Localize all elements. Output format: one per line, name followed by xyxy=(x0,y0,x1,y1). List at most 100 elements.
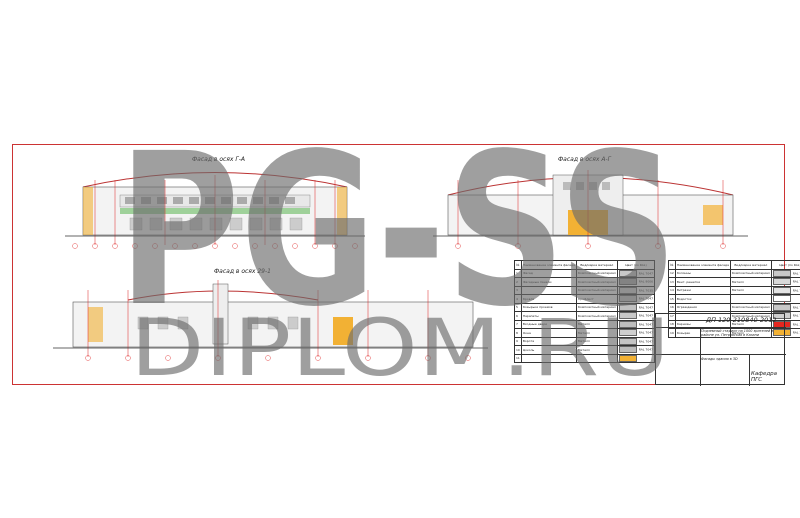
legend-cell: 9 xyxy=(514,336,522,346)
legend-cell: Композитный материал xyxy=(729,268,772,278)
legend-cell: 11 xyxy=(514,353,522,363)
header-cell: № xyxy=(514,260,522,270)
legend-cell: Металл xyxy=(729,277,772,287)
legend-cell: Фасадные панели xyxy=(520,277,577,287)
ral-code: RAL 7047 xyxy=(638,296,654,301)
legend-cell: Цоколь xyxy=(520,345,577,355)
color-swatch xyxy=(618,312,637,320)
elevation-a-g: Фасад в осях А-Г xyxy=(418,150,763,260)
legend-cell: Вент. решетки xyxy=(674,277,731,287)
legend-cell: 3 xyxy=(514,285,522,295)
legend-cell: Входные двери xyxy=(520,319,577,329)
legend-color-cell: RAL 7047 xyxy=(616,319,656,329)
legend-cell: 12 xyxy=(668,268,676,278)
legend-cell: Колонны xyxy=(674,268,731,278)
drawing-code: ДП 120-210840-2012 xyxy=(706,316,777,324)
legend-color-cell: RAL 7047 xyxy=(770,268,800,278)
color-swatch xyxy=(618,337,637,345)
legend-cell: Водосток xyxy=(674,294,731,304)
legend-cell: Фасад xyxy=(520,268,577,278)
ral-code: RAL 7047 xyxy=(792,271,800,276)
color-swatch xyxy=(772,295,791,303)
legend-color-cell: RAL 7047 xyxy=(616,294,656,304)
legend-color-cell: RAL 7047 xyxy=(616,268,656,278)
legend-color-cell: RAL 7047 xyxy=(616,302,656,312)
legend-color-cell: RAL 1003 xyxy=(770,328,800,338)
legend-cell: Металл xyxy=(729,285,772,295)
legend-cell xyxy=(520,285,577,295)
legend-cell: Композитный материал xyxy=(729,302,772,312)
legend-cell: 16 xyxy=(668,302,676,312)
legend-cell: Парапеты xyxy=(520,311,577,321)
title-block: ДП 120-210840-2012 Подземный стадион на … xyxy=(655,313,786,386)
legend-cell xyxy=(729,294,772,304)
legend-cell: 14 xyxy=(668,285,676,295)
header-cell: Цвет (по RAL) xyxy=(616,260,656,270)
ral-code: RAL 7047 xyxy=(792,288,800,293)
color-swatch xyxy=(618,278,637,286)
legend-cell: Профлист xyxy=(575,294,618,304)
ral-code: RAL 7047 xyxy=(638,313,654,318)
elevation-title: Фасад в осях Г-А xyxy=(192,156,245,163)
header-cell: Вид/марка материал xyxy=(575,260,618,270)
legend-color-cell xyxy=(770,294,800,304)
legend-cell: 6 xyxy=(514,311,522,321)
color-swatch xyxy=(772,312,791,320)
legend-cell: Витражи xyxy=(674,285,731,295)
color-swatch xyxy=(618,329,637,337)
legend-cell xyxy=(575,353,618,363)
legend-cell: Композитный материал xyxy=(575,277,618,287)
legend-cell: 1 xyxy=(514,268,522,278)
legend-cell: 7 xyxy=(514,319,522,329)
ral-code: RAL 9006 xyxy=(638,279,654,284)
legend-cell: 5 xyxy=(514,302,522,312)
legend-table-left: № Наименование элемента фасада Вид/марка… xyxy=(514,260,656,363)
header-cell: Наименование элемента фасада xyxy=(520,260,577,270)
elevation-drawing xyxy=(433,170,748,249)
legend-color-cell: RAL 9006 xyxy=(616,277,656,287)
sheet-title: Фасады здания в 3D xyxy=(701,357,738,361)
legend-cell: Окна xyxy=(520,328,577,338)
color-swatch xyxy=(772,303,791,311)
elevation-29-1: Фасад в осях 29-1 xyxy=(28,262,498,367)
color-swatch xyxy=(618,295,637,303)
ral-code: RAL 7047 xyxy=(792,305,800,310)
legend-cell: Ворота xyxy=(520,336,577,346)
ral-code: RAL 1003 xyxy=(792,330,800,335)
legend-color-cell xyxy=(616,353,656,363)
legend-row: 3 Композитный материал RAL 7035 xyxy=(514,285,656,295)
ral-code: RAL 7047 xyxy=(638,271,654,276)
color-swatch xyxy=(618,286,637,294)
legend-cell: Композитный материал xyxy=(575,285,618,295)
color-swatch xyxy=(618,303,637,311)
ral-code: RAL 7047 xyxy=(638,305,654,310)
legend-cell: Козырек xyxy=(674,328,731,338)
legend-cell: 4 xyxy=(514,294,522,304)
legend-cell: Ограждения xyxy=(674,302,731,312)
color-swatch xyxy=(618,354,637,362)
color-swatch xyxy=(618,320,637,328)
elevation-g-a: Фасад в осях Г-А xyxy=(45,150,385,260)
color-swatch xyxy=(618,269,637,277)
color-swatch xyxy=(772,278,791,286)
legend-cell: Композитный материал xyxy=(575,311,618,321)
header-cell: № xyxy=(668,260,676,270)
legend-cell: Композитный материал xyxy=(575,268,618,278)
legend-cell: 10 xyxy=(514,345,522,355)
legend-header-row: № Наименование элемента фасада Вид/марка… xyxy=(514,260,656,270)
legend-cell: Металл xyxy=(575,336,618,346)
ral-code: RAL 7035 xyxy=(638,288,654,293)
legend-cell: Металл xyxy=(575,345,618,355)
legend-color-cell: RAL 7047 xyxy=(616,345,656,355)
ral-code: RAL 7047 xyxy=(638,322,654,327)
